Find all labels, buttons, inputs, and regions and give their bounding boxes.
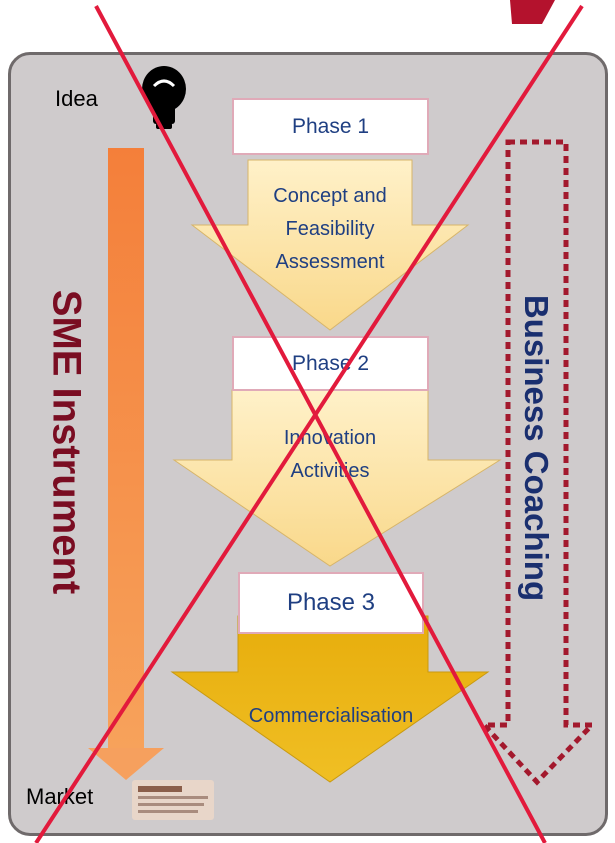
phase-1-line: Concept and <box>273 185 387 207</box>
phase-1-title: Phase 1 <box>232 98 429 155</box>
phase-1-line: Feasibility <box>285 218 375 240</box>
red-shape-fragment <box>510 0 555 24</box>
phase-3-title: Phase 3 <box>238 572 424 634</box>
idea-label: Idea <box>55 86 98 111</box>
phase-2-arrow <box>172 389 502 567</box>
phase-1-line: Assessment <box>275 251 385 273</box>
phase-3-line: Commercialisation <box>248 705 414 727</box>
newspaper-icon <box>132 780 214 820</box>
phase-1-description: Concept and Feasibility Assessment <box>230 180 430 279</box>
phase-3-description: Commercialisation <box>196 700 466 733</box>
phase-1-arrow <box>190 159 470 331</box>
